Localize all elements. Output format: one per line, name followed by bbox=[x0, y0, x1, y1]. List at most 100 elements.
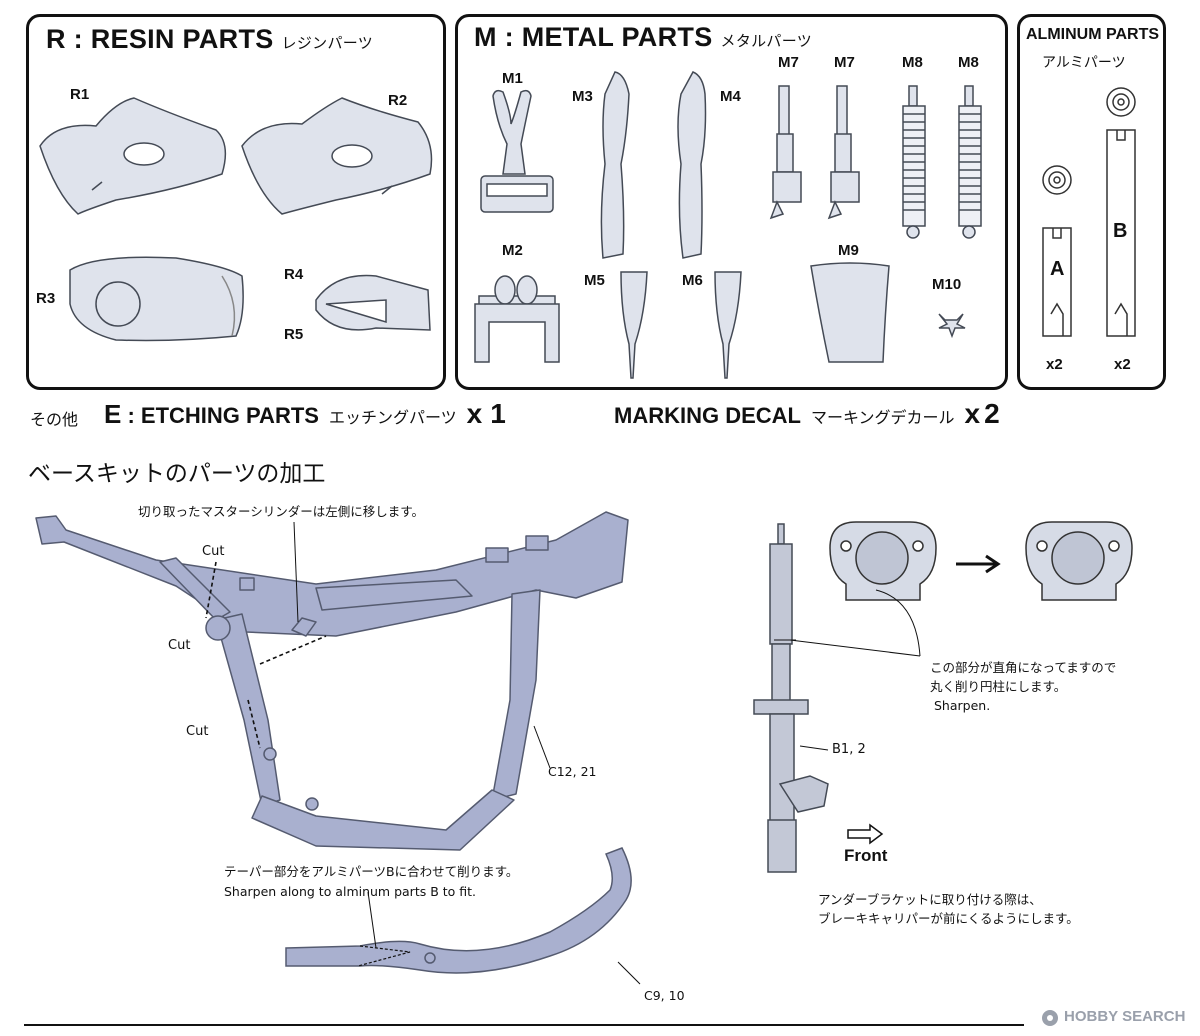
frame-tab-1 bbox=[485, 547, 509, 563]
part-m7a-shape bbox=[769, 85, 802, 220]
part-label-m1: M1 bbox=[502, 70, 523, 87]
part-label-r1: R1 bbox=[70, 86, 90, 103]
title-colon: : bbox=[496, 22, 522, 52]
aluminum-qty-a: x2 bbox=[1046, 356, 1063, 373]
resin-title: RESIN PARTS bbox=[90, 24, 274, 54]
resin-code: R bbox=[46, 24, 66, 54]
part-label-m9: M9 bbox=[838, 242, 859, 259]
aluminum-part-a-shape bbox=[1042, 227, 1072, 337]
fork-leaders bbox=[789, 589, 921, 751]
fork-tip bbox=[777, 523, 785, 545]
part-r1-shape bbox=[39, 97, 227, 215]
exhaust-part-label: C9, 10 bbox=[644, 988, 685, 1003]
decal-qty-x: x bbox=[964, 398, 981, 429]
fork-caliper bbox=[778, 775, 829, 813]
frame-drawing bbox=[35, 511, 629, 851]
decal-qty: 2 bbox=[984, 398, 1000, 429]
etching-title: ETCHING PARTS bbox=[140, 403, 319, 428]
aluminum-qty-b: x2 bbox=[1114, 356, 1131, 373]
etching-qty-x: x bbox=[466, 398, 483, 429]
frame-top-tube bbox=[35, 511, 629, 637]
aluminum-parts-drawing bbox=[1042, 87, 1136, 337]
exhaust-part-leader bbox=[617, 961, 641, 985]
part-m10-shape bbox=[938, 313, 966, 339]
part-r2-shape bbox=[241, 97, 433, 215]
bracket-note-leader bbox=[875, 589, 921, 657]
frame-bottom-tube bbox=[251, 789, 515, 851]
part-label-m2: M2 bbox=[502, 242, 523, 259]
bracket-before-shape bbox=[829, 521, 937, 601]
bracket-note-2: ブレーキキャリパーが前にくるようにします。 bbox=[818, 911, 1079, 926]
master-cylinder-mount bbox=[291, 617, 317, 637]
frame-note: 切り取ったマスターシリンダーは左側に移します。 bbox=[138, 504, 425, 519]
part-label-r2: R2 bbox=[388, 92, 408, 109]
metal-title-jp: メタルパーツ bbox=[720, 32, 813, 50]
frame-brace bbox=[315, 579, 473, 611]
aluminum-part-b-label: B bbox=[1113, 220, 1128, 242]
aluminum-parts-title: ALMINUM PARTS bbox=[1026, 26, 1160, 43]
frame-support bbox=[159, 557, 231, 621]
aluminum-part-a-label: A bbox=[1050, 258, 1065, 280]
part-label-m10: M10 bbox=[932, 276, 962, 293]
cut-label-4: Cut bbox=[186, 724, 209, 739]
bracket-note-1: アンダーブラケットに取り付ける際は、 bbox=[818, 892, 1042, 907]
exhaust-taper-line bbox=[357, 945, 411, 967]
metal-code: M bbox=[474, 22, 497, 52]
part-label-m7b: M7 bbox=[834, 54, 855, 71]
part-m5-shape bbox=[620, 271, 648, 379]
cut-label-1: Cut bbox=[202, 544, 225, 559]
fork-note-en: Sharpen. bbox=[934, 698, 991, 713]
etching-qty: 1 bbox=[490, 398, 506, 429]
part-m8b-shape bbox=[958, 85, 982, 239]
decal-title-jp: マーキングデカール bbox=[811, 408, 955, 427]
part-label-m6: M6 bbox=[682, 272, 703, 289]
cut-line-1 bbox=[205, 561, 217, 619]
fork-part-label: B1, 2 bbox=[832, 742, 866, 757]
watermark-text: HOBBY SEARCH bbox=[1064, 1008, 1186, 1025]
part-r4-r5-shape bbox=[315, 274, 431, 331]
exhaust-drawing bbox=[285, 847, 641, 985]
fork-note-jp1: この部分が直角になってますので bbox=[930, 660, 1117, 675]
bottom-rule bbox=[24, 1024, 1024, 1026]
frame-tab-2 bbox=[525, 535, 549, 551]
exhaust-note-en: Sharpen along to alminum parts B to fit. bbox=[224, 884, 477, 899]
part-label-m4: M4 bbox=[720, 88, 741, 105]
metal-parts-panel bbox=[455, 14, 1008, 390]
frame-mount-2 bbox=[263, 747, 277, 761]
fork-axle-boss bbox=[767, 819, 797, 873]
part-label-m8b: M8 bbox=[958, 54, 979, 71]
base-kit-title: ベースキットのパーツの加工 bbox=[28, 461, 326, 487]
etching-colon: : bbox=[121, 403, 141, 428]
part-m4-shape bbox=[677, 71, 707, 259]
etching-title-jp: エッチングパーツ bbox=[328, 408, 457, 427]
exhaust-note-leader bbox=[367, 891, 377, 949]
part-label-m7a: M7 bbox=[778, 54, 799, 71]
part-m7b-shape bbox=[827, 85, 860, 220]
exhaust-note-jp: テーパー部分をアルミパーツBに合わせて削ります。 bbox=[224, 864, 519, 879]
bracket-compare-drawing bbox=[829, 521, 1133, 601]
part-m9-shape bbox=[810, 262, 890, 363]
etching-code: E bbox=[104, 399, 122, 429]
frame-note-leader bbox=[293, 521, 299, 623]
part-label-m8a: M8 bbox=[902, 54, 923, 71]
part-m3-shape bbox=[600, 71, 630, 259]
part-m1-shape bbox=[480, 89, 554, 213]
part-label-r4: R4 bbox=[284, 266, 304, 283]
aluminum-parts-title-jp: アルミパーツ bbox=[1042, 55, 1126, 71]
washer-a-shape bbox=[1042, 165, 1072, 195]
watermark-logo-icon bbox=[1042, 1010, 1058, 1026]
cut-line-2 bbox=[247, 699, 261, 749]
other-label: その他 bbox=[30, 410, 79, 429]
part-label-m3: M3 bbox=[572, 88, 593, 105]
part-m2-shape bbox=[474, 275, 560, 363]
exhaust-mount bbox=[424, 952, 436, 964]
washer-b-shape bbox=[1106, 87, 1136, 117]
frame-mount-3 bbox=[305, 797, 319, 811]
title-colon: : bbox=[65, 24, 91, 54]
aluminum-parts-panel bbox=[1017, 14, 1166, 390]
cut-line-3 bbox=[259, 635, 327, 665]
frame-part-leader bbox=[533, 725, 551, 769]
